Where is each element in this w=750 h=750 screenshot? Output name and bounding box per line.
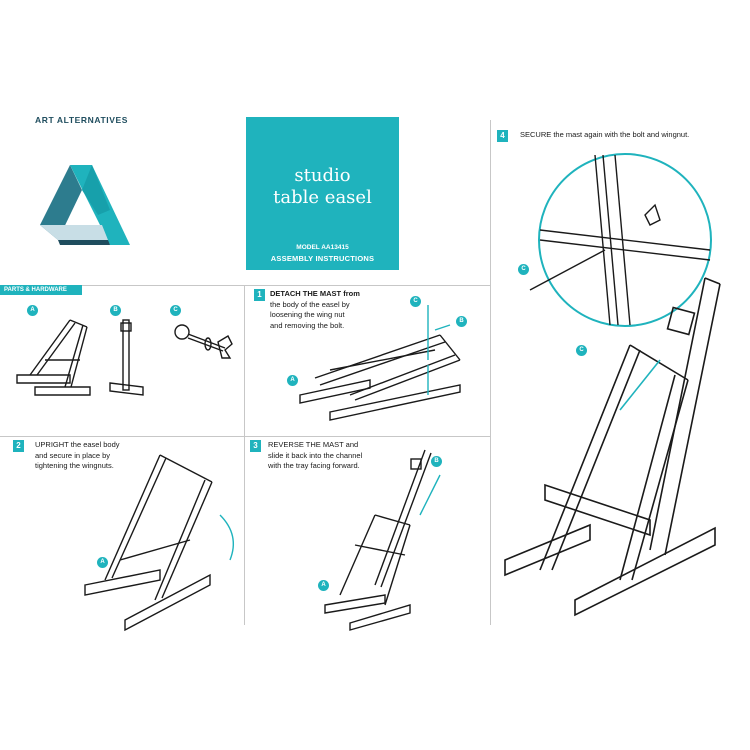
brand-name: ART ALTERNATIVES xyxy=(35,115,129,125)
brand-logo-icon xyxy=(40,165,130,245)
step-2-badge-a: A xyxy=(97,557,108,568)
step-3-number: 3 xyxy=(250,440,261,452)
step-3-illustration xyxy=(324,449,441,631)
step-1-badge-a: A xyxy=(287,375,298,386)
step-3-badge-a: A xyxy=(318,580,329,591)
step-1-illustration xyxy=(299,305,461,421)
parts-hardware-label: PARTS & HARDWARE xyxy=(0,285,82,295)
assembly-heading: ASSEMBLY INSTRUCTIONS xyxy=(270,254,375,263)
step-1-badge-c: C xyxy=(410,296,421,307)
step-3-badge-b: B xyxy=(431,456,442,467)
part-c-bolt-wingnut-icon xyxy=(174,324,233,359)
model-number: MODEL AA13415 xyxy=(296,244,349,251)
step-4-number: 4 xyxy=(497,130,508,142)
product-title: studio table easel xyxy=(273,165,372,208)
step-2-illustration xyxy=(84,454,234,632)
divider-mid xyxy=(0,436,490,437)
step-1-number: 1 xyxy=(254,289,265,301)
step-1-text: DETACH THE MAST from the body of the eas… xyxy=(270,289,360,330)
step-4-badge-c-main: C xyxy=(576,345,587,356)
title-box: studio table easel MODEL AA13415 ASSEMBL… xyxy=(246,117,399,270)
step-3-text: REVERSE THE MAST and slide it back into … xyxy=(268,440,363,470)
step-4-text: SECURE the mast again with the bolt and … xyxy=(520,130,690,139)
part-badge-a: A xyxy=(27,305,38,316)
step-2-text: UPRIGHT the easel body and secure in pla… xyxy=(35,440,120,470)
step-1-badge-b: B xyxy=(456,316,467,327)
divider-v2 xyxy=(490,120,491,625)
part-badge-b: B xyxy=(110,305,121,316)
step-4-detail-circle xyxy=(529,153,712,327)
step-4-main-easel xyxy=(504,277,721,617)
divider-top xyxy=(0,285,490,286)
divider-v1 xyxy=(244,285,245,625)
step-2-number: 2 xyxy=(13,440,24,452)
step-4-badge-c-detail: C xyxy=(518,264,529,275)
part-badge-c: C xyxy=(170,305,181,316)
part-b-mast-icon xyxy=(109,319,144,396)
part-a-easel-body-icon xyxy=(16,319,91,396)
